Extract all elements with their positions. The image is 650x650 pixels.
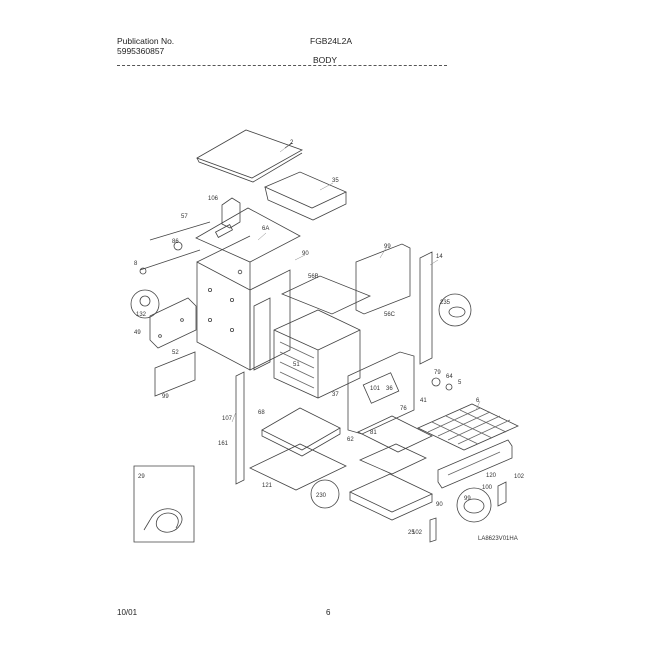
- part-label: 49: [134, 330, 141, 336]
- part-label: 8: [134, 261, 138, 267]
- part-label: 100: [482, 485, 493, 491]
- header-rule: [117, 65, 447, 66]
- wiring-harness-box: [134, 466, 194, 542]
- left-side-panel: [197, 262, 250, 370]
- part-label: 5: [458, 380, 462, 386]
- footer-date: 10/01: [117, 608, 138, 617]
- part-label: 101: [370, 386, 381, 392]
- publication-label: Publication No.: [117, 36, 175, 46]
- part-label: 68: [258, 410, 265, 416]
- part-label: 29: [138, 474, 145, 480]
- part-label: 37: [332, 392, 339, 398]
- part-label: 79: [434, 370, 441, 376]
- vertical-panel: [236, 372, 244, 484]
- part-label: 102: [412, 530, 423, 536]
- part-label: 81: [370, 430, 377, 436]
- oven-cavity: [274, 310, 360, 398]
- part-label: 90: [302, 251, 309, 257]
- part-label: 52: [172, 350, 179, 356]
- part-label: 102: [514, 474, 525, 480]
- top-frame: [196, 208, 300, 262]
- part-label: 41: [420, 398, 427, 404]
- part-label: 35: [332, 178, 339, 184]
- right-trim-strip: [420, 252, 432, 364]
- part-label: 86: [172, 239, 179, 245]
- diagram-code: LA8623V01HA: [478, 536, 518, 542]
- lower-panel: [155, 352, 195, 396]
- part-label: 106: [208, 196, 219, 202]
- bracket: [222, 198, 240, 228]
- burner-tray: [262, 408, 340, 450]
- part-label: 76: [400, 406, 407, 412]
- valve-detail-circle: [439, 294, 471, 326]
- part-label: 51: [293, 362, 300, 368]
- part-label: 90: [436, 502, 443, 508]
- bottom-plate: [250, 444, 346, 490]
- oven-rack: [418, 404, 518, 450]
- front-frame: [250, 270, 290, 370]
- part-label: 62: [347, 437, 354, 443]
- part-label: 56C: [384, 312, 396, 318]
- part-label: 235: [440, 300, 451, 306]
- side-bracket: [150, 298, 196, 348]
- door-frame: [348, 352, 414, 434]
- section-title: BODY: [313, 55, 338, 65]
- part-label: 14: [436, 254, 443, 260]
- part-label: 6: [476, 398, 480, 404]
- part-label: 64: [446, 374, 453, 380]
- burner-detail-circle: [131, 290, 159, 318]
- part-label: 99: [384, 244, 391, 250]
- part-label: 6A: [262, 226, 269, 232]
- part-label: 121: [262, 483, 273, 489]
- part-label: 99: [162, 394, 169, 400]
- door-gasket: [254, 298, 270, 370]
- part-label: 25: [408, 530, 415, 536]
- part-label: 107: [222, 416, 233, 422]
- page-number: 6: [326, 608, 331, 617]
- part-label: 36: [386, 386, 393, 392]
- broiler-grid: [360, 444, 426, 474]
- part-label: 2: [290, 140, 294, 146]
- part-label: 56B: [308, 274, 319, 280]
- part-label: 120: [486, 473, 497, 479]
- part-label: 99: [464, 496, 471, 502]
- part-label: 57: [181, 214, 188, 220]
- part-detail-circle-right: [457, 488, 491, 522]
- part-label: 132: [136, 312, 147, 318]
- oven-liner-top: [282, 276, 370, 314]
- rear-panel: [356, 244, 410, 314]
- top-panel: [197, 130, 302, 178]
- part-detail-circle-left: [311, 480, 339, 508]
- publication-number: 5995360857: [117, 46, 165, 56]
- part-label: 230: [316, 493, 327, 499]
- drawer-front: [438, 440, 512, 488]
- model-number: FGB24L2A: [310, 36, 353, 46]
- part-label: 161: [218, 441, 229, 447]
- broiler-pan: [358, 416, 432, 452]
